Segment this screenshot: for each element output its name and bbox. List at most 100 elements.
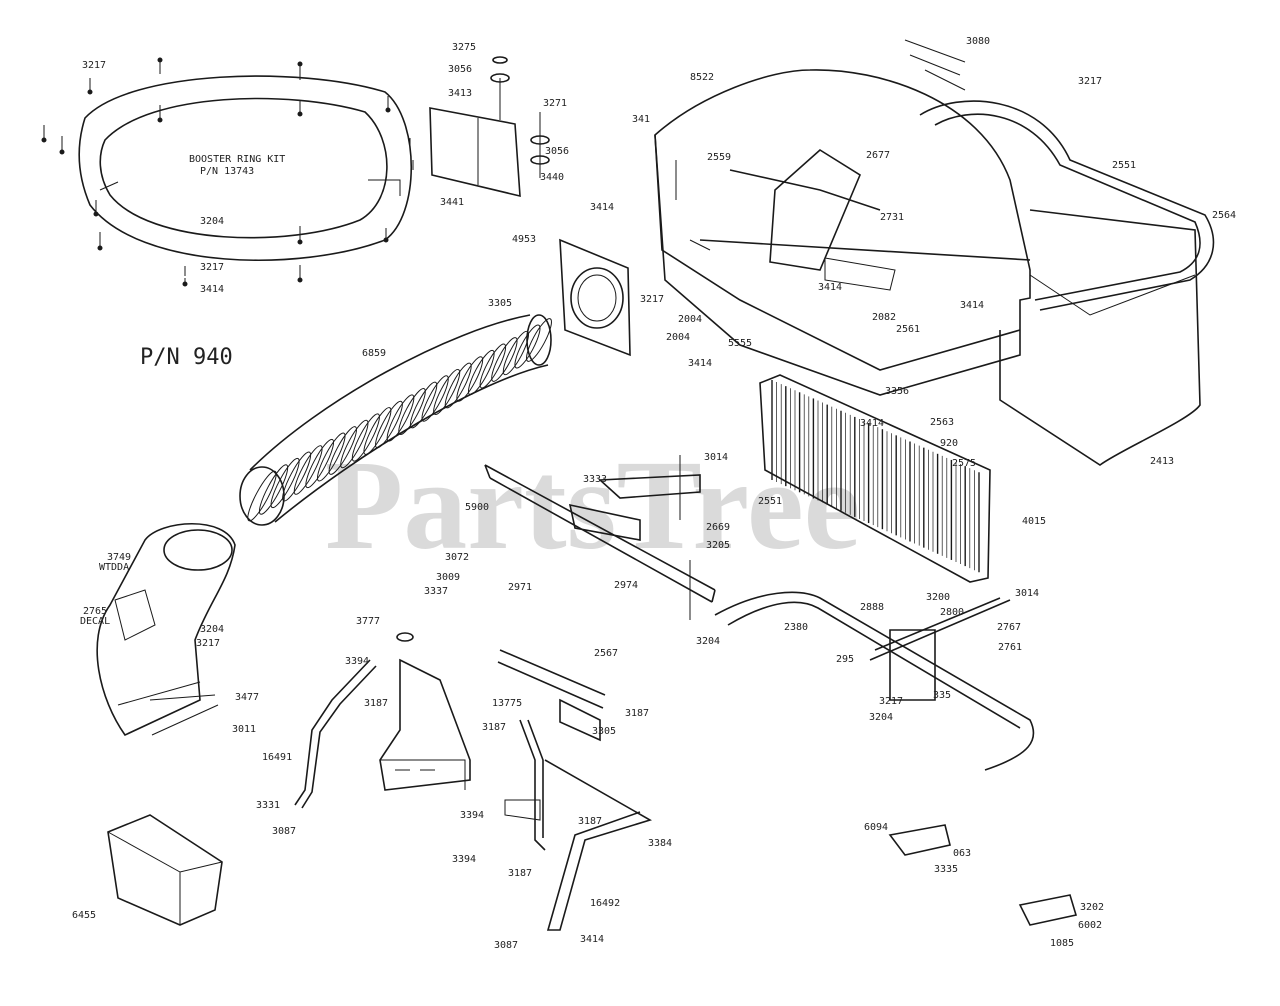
callout-2551: 2551 [1112,160,1136,171]
callout-3202: 3202 [1080,902,1104,913]
callout-3204: 3204 [200,624,224,635]
bag-frame [919,100,1215,466]
callout-3011: 3011 [232,724,256,735]
callout-3394: 3394 [460,810,484,821]
callout-3080: 3080 [966,36,990,47]
callout-3217: 3217 [200,262,224,273]
callout-3204: 3204 [869,712,893,723]
flexible-hose [239,314,552,526]
callout-3414: 3414 [860,418,884,429]
callout-2413: 2413 [1150,456,1174,467]
callout-16491: 16491 [262,752,292,763]
callout-3414: 3414 [200,284,224,295]
callout-2559: 2559 [707,152,731,163]
callout-6002: 6002 [1078,920,1102,931]
callout-2567: 2567 [594,648,618,659]
callout-3217: 3217 [196,638,220,649]
callout-5555: 5555 [728,338,752,349]
callout-3337: 3337 [424,586,448,597]
callout-3014: 3014 [1015,588,1039,599]
callout-3414: 3414 [590,202,614,213]
callout-2082: 2082 [872,312,896,323]
callout-3187: 3187 [508,868,532,879]
callout-2974: 2974 [614,580,638,591]
support-bar [484,455,716,620]
callout-2971: 2971 [508,582,532,593]
screen-panel [759,374,991,583]
watermark: PartsTree [325,434,860,576]
callout-4015: 4015 [1022,516,1046,527]
callout-6455: 6455 [72,910,96,921]
callout-2800: 2800 [940,607,964,618]
callout-8522: 8522 [690,72,714,83]
lift-lever-right [504,719,653,931]
lift-lever-left [294,659,377,809]
callout-3394: 3394 [452,854,476,865]
kit-label-line2: P/N 13743 [200,166,254,177]
ring-bolts [41,57,414,287]
callout-3187: 3187 [578,816,602,827]
callout-2551: 2551 [758,496,782,507]
callout-3217: 3217 [879,696,903,707]
callout-4953: 4953 [512,234,536,245]
callout-3477: 3477 [235,692,259,703]
callout-3384: 3384 [648,838,672,849]
callout-3414: 3414 [580,934,604,945]
callout-13775: 13775 [492,698,522,709]
part-callouts: 3275305634133271305634403441321732043217… [72,36,1236,951]
callout-3271: 3271 [543,98,567,109]
callout-3777: 3777 [356,616,380,627]
callout-3087: 3087 [272,826,296,837]
clamp-bracket [429,56,550,198]
callout-2563: 2563 [930,417,954,428]
callout-3072: 3072 [445,552,469,563]
bag-chute [904,39,966,91]
callout-3333: 3333 [583,474,607,485]
callout-295: 295 [836,654,854,665]
callout-3335: 3335 [934,864,958,875]
callout-3205: 3205 [706,540,730,551]
callout-3204: 3204 [200,216,224,227]
callout-3204: 3204 [696,636,720,647]
callout-3394: 3394 [345,656,369,667]
callout-3275: 3275 [452,42,476,53]
callout-335: 335 [933,690,951,701]
callout-3356: 3356 [885,386,909,397]
part-number-title: P/N 940 [140,345,233,370]
callout-2004: 2004 [678,314,702,325]
slide-rod [497,649,606,742]
callout-6094: 6094 [864,822,888,833]
callout-3217: 3217 [1078,76,1102,87]
callout-3056: 3056 [545,146,569,157]
callout-3305: 3305 [488,298,512,309]
callout-920: 920 [940,438,958,449]
callout-1085: 1085 [1050,938,1074,949]
callout-3413: 3413 [448,88,472,99]
callout-3414: 3414 [688,358,712,369]
callout-3087: 3087 [494,940,518,951]
adapter-plate [559,238,631,357]
callout-3441: 3441 [440,197,464,208]
kit-label-line1: BOOSTER RING KIT [189,154,285,165]
storage-tray [107,814,223,926]
callout-3305: 3305 [592,726,616,737]
callout-wtdda: WTDDA [99,562,129,573]
hardware-group-b [1018,894,1078,926]
callout-063: 063 [953,848,971,859]
callout-decal: DECAL [80,616,110,627]
callout-3056: 3056 [448,64,472,75]
callout-3014: 3014 [704,452,728,463]
callout-2888: 2888 [860,602,884,613]
callout-3187: 3187 [625,708,649,719]
callout-16492: 16492 [590,898,620,909]
callout-3331: 3331 [256,800,280,811]
callout-3187: 3187 [482,722,506,733]
callout-3414: 3414 [818,282,842,293]
callout-2677: 2677 [866,150,890,161]
callout-3217: 3217 [640,294,664,305]
callout-2575: 2575 [952,458,976,469]
discharge-chute [96,522,236,737]
hardware-group-a [888,824,951,856]
